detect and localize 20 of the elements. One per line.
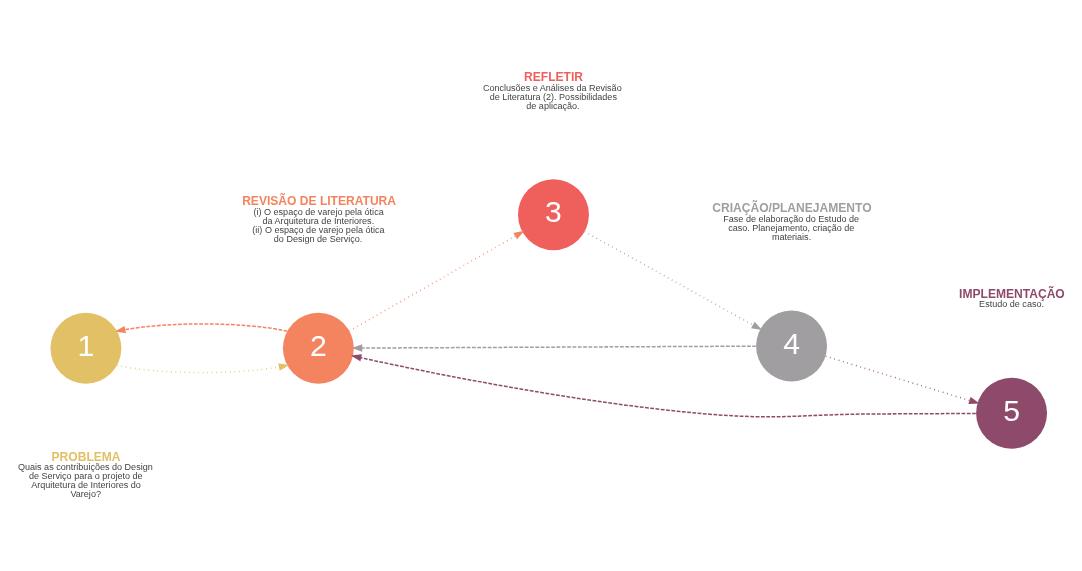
node-label: Conclusões e Análises da Revisão de Literatura (2). Possibilidades de aplicação. [482,82,622,111]
node-circle: 3 [518,178,589,250]
arrow [116,362,290,373]
node-label: PROBLEMA [51,449,121,464]
node-label: REVISÃO DE LITERATURA [242,193,397,208]
node-label: REFLETIR [524,69,583,84]
arrow [351,343,757,352]
node-label: (i) O espaço de varejo pela ótica da Arquitetura de Interiores. [253,206,384,226]
node-circle: 4 [756,310,828,381]
node-label: (ii) O espaço de varejo pela ótica do Design de Serviço. [252,224,385,244]
node-label: Quais as contribuições do Design de Serviço para o projeto de Arquitetura de Interiores do Varejo? [17,461,153,499]
node-circle: 5 [976,377,1048,449]
node-circle: 2 [282,312,354,384]
arrow [114,322,288,333]
arrow [583,230,763,330]
node-label: IMPLEMENTAÇÃO [959,286,1065,301]
arrow [350,353,977,418]
arrow [348,230,525,332]
node-circle: 1 [50,312,122,384]
node-label: CRIAÇÃO/PLANEJAMENTO [712,200,872,215]
